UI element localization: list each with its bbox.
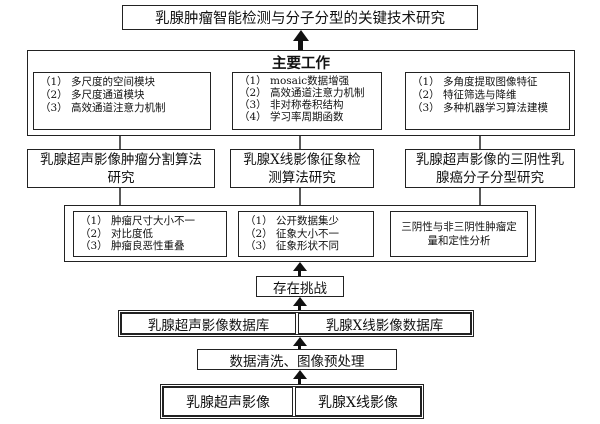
list-item: （2） 对比度低 <box>80 227 154 240</box>
list-item: （2） 高效通道注意力机制 <box>239 87 365 99</box>
title-box: 乳腺肿瘤智能检测与分子分型的关键技术研究 <box>122 5 478 30</box>
list-item: （4） 学习率周期函数 <box>239 111 344 123</box>
up-arrow-icon <box>293 30 309 41</box>
research-box-3: 乳腺超声影像的三阴性乳腺癌分子分型研究 <box>405 149 575 188</box>
arrow-stem <box>298 378 301 384</box>
source-box-2: 乳腺X线影像 <box>295 387 421 416</box>
source-label: 乳腺超声影像 <box>186 394 270 411</box>
source-box-1: 乳腺超声影像 <box>163 387 293 416</box>
list-item: （3） 肿瘤良恶性重叠 <box>80 240 185 252</box>
main-work-group-3: （1） 多角度提取图像特征 （2） 特征筛选与降维 （3） 多种机器学习算法建模 <box>405 72 570 130</box>
database-box-2: 乳腺X线影像数据库 <box>298 313 471 334</box>
main-work-group-2: （1） mosaic数据增强 （2） 高效通道注意力机制 （3） 非对称卷积结构… <box>232 72 382 130</box>
list-item: （3） 征象形状不同 <box>245 240 340 252</box>
challenge-label: 存在挑战 <box>273 280 327 297</box>
list-item: （2） 多尺度通道模块 <box>40 89 145 101</box>
list-item: （1） mosaic数据增强 <box>239 75 350 87</box>
list-item: 三阴性与非三阴性肿瘤定量和定性分析 <box>401 221 517 247</box>
list-item: （2） 特征筛选与降维 <box>412 89 517 101</box>
main-work-group-1: （1） 多尺度的空间模块 （2） 多尺度通道模块 （3） 高效通道注意力机制 <box>33 72 211 130</box>
research-box-1: 乳腺超声影像肿瘤分割算法研究 <box>27 149 215 188</box>
database-label: 乳腺X线影像数据库 <box>325 317 444 334</box>
arrow-stem <box>298 40 303 50</box>
research-box-2: 乳腺X线影像征象检测算法研究 <box>230 149 374 188</box>
main-work-heading: 主要工作 <box>272 55 330 72</box>
arrow-stem <box>298 305 301 310</box>
up-arrow-icon <box>293 297 307 306</box>
up-arrow-icon <box>293 262 307 271</box>
list-item: （1） 多角度提取图像特征 <box>412 76 538 88</box>
diagram-title: 乳腺肿瘤智能检测与分子分型的关键技术研究 <box>155 11 445 27</box>
challenge-group-3: 三阴性与非三阴性肿瘤定量和定性分析 <box>390 211 528 257</box>
up-arrow-icon <box>293 337 307 346</box>
arrow-stem <box>298 345 301 349</box>
list-item: （1） 多尺度的空间模块 <box>40 76 156 88</box>
arrow-stem <box>298 270 301 276</box>
research-label: 乳腺超声影像的三阴性乳腺癌分子分型研究 <box>415 151 565 186</box>
list-item: （3） 高效通道注意力机制 <box>40 102 166 114</box>
list-item: （3） 多种机器学习算法建模 <box>412 102 549 114</box>
preprocess-label: 数据清洗、图像预处理 <box>229 353 365 370</box>
challenge-group-1: （1） 肿瘤尺寸大小不一 （2） 对比度低 （3） 肿瘤良恶性重叠 <box>73 211 227 257</box>
list-item: （1） 肿瘤尺寸大小不一 <box>80 215 196 227</box>
source-label: 乳腺X线影像 <box>318 394 398 411</box>
list-item: （2） 征象大小不一 <box>245 227 340 240</box>
research-label: 乳腺X线影像征象检测算法研究 <box>243 151 361 186</box>
list-item: （3） 非对称卷积结构 <box>239 99 344 111</box>
database-box-1: 乳腺超声影像数据库 <box>121 313 296 334</box>
research-label: 乳腺超声影像肿瘤分割算法研究 <box>40 151 202 186</box>
list-item: （1） 公开数据集少 <box>245 215 340 227</box>
challenge-label-box: 存在挑战 <box>256 276 344 297</box>
challenge-group-2: （1） 公开数据集少 （2） 征象大小不一 （3） 征象形状不同 <box>238 211 374 257</box>
preprocess-box: 数据清洗、图像预处理 <box>197 349 397 370</box>
database-label: 乳腺超声影像数据库 <box>147 317 270 334</box>
up-arrow-icon <box>293 370 307 379</box>
